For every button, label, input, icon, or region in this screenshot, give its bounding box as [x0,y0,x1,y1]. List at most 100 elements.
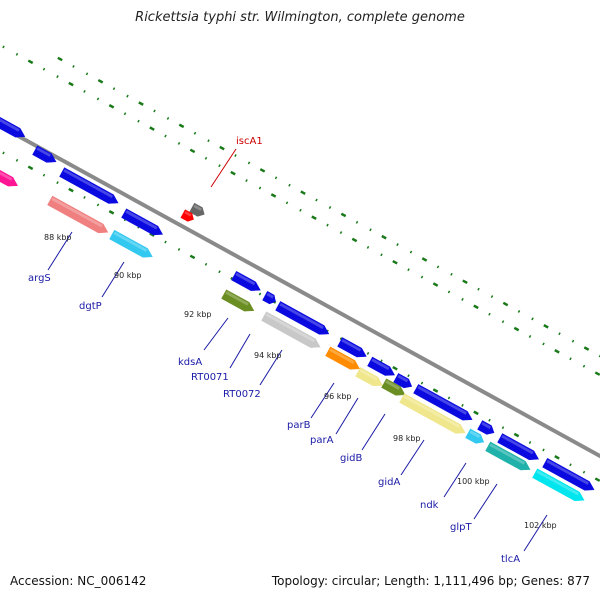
cds-arrow [337,337,367,358]
tick-mark [149,232,155,237]
gene-feature-gidA [399,393,466,434]
gene-label-tlcA: tlcA [501,554,520,565]
tick-mark [488,312,491,316]
tick-mark [409,250,413,254]
tick-mark [594,477,600,482]
tick-mark [137,119,140,123]
tick-mark [326,223,329,227]
tick-mark [56,75,59,79]
tick-mark [123,218,127,222]
scale-label: 96 kbp [324,392,352,401]
gene-feature-parA [355,367,383,387]
tick-mark [513,326,520,332]
gene-feature-glpT [485,441,531,471]
tick-mark [166,116,170,120]
label-leader-line [523,514,548,552]
tick-mark [72,64,75,68]
gene-label-ndk: ndk [420,500,439,511]
tick-mark [502,301,509,307]
tick-mark [112,87,116,91]
cds-arrow [59,167,119,204]
tick-mark [531,317,534,321]
gene-label-RT0072: RT0072 [223,389,261,400]
tick-mark [57,56,63,62]
gene-feature-ndk [465,428,485,444]
gene-feature-gidB [381,378,406,396]
tick-mark [328,206,332,209]
tick-mark [380,359,383,363]
tick-mark [420,381,424,385]
tick-mark [108,104,115,109]
tick-mark [2,151,5,155]
tick-mark [207,139,210,143]
tick-mark [56,181,59,185]
gene-label-iscA1: iscA1 [236,136,263,147]
tick-mark [218,164,221,168]
gene-label-kdsA: kdsA [178,357,202,368]
tick-mark [407,268,410,272]
cds-arrow [32,145,57,163]
tick-mark [204,262,208,266]
tick-mark [432,388,439,393]
cds-arrow [231,270,261,291]
tick-mark [68,81,74,87]
tick-mark [554,349,560,354]
tick-mark [366,351,370,355]
label-leader-line [229,333,251,369]
tick-mark [83,196,86,199]
gene-label-gidB: gidB [340,453,362,464]
tick-mark [270,193,277,198]
tick-mark [218,270,221,274]
tick-mark [421,257,428,262]
tick-mark [219,145,225,151]
tick-mark [193,131,197,135]
tick-marks [2,45,600,482]
tick-mark [407,374,410,378]
tick-mark [126,94,129,98]
tick-mark [153,109,156,113]
tick-mark [300,190,306,195]
gene-label-RT0071: RT0071 [191,372,229,383]
gene-feature-magenta [0,163,18,187]
tick-mark [164,134,167,138]
label-leader-line [473,483,498,520]
tick-mark [420,275,424,279]
tick-mark [462,279,468,285]
tick-mark [288,183,291,187]
gene-label-dgtP: dgtP [79,301,102,312]
tick-mark [274,176,278,180]
gene-feature-kdsA [221,289,255,312]
tick-mark [392,365,398,371]
cds-arrow [393,373,413,389]
tick-mark [149,126,155,131]
tick-mark [285,201,289,205]
tick-mark [85,72,89,76]
tick-mark [583,346,590,351]
tick-mark [177,141,181,145]
cds-arrow [497,433,539,460]
cds-arrow [262,291,276,305]
label-leader-line [210,148,237,188]
tick-mark [42,67,46,71]
label-leader-line [335,397,359,435]
tick-mark [15,52,19,56]
scale-label: 88 kbp [44,233,72,242]
gene-feature-dgtP [109,229,153,258]
tick-mark [461,297,464,301]
tick-mark [178,123,185,129]
tick-mark [83,90,86,93]
scale-label: 98 kbp [393,434,421,443]
tick-mark [355,220,359,224]
tick-mark [501,320,505,324]
tick-mark [42,173,46,177]
tick-mark [204,156,208,160]
tick-mark [569,463,572,467]
tick-mark [189,254,196,260]
tick-mark [473,304,479,310]
label-leader-line [47,231,73,271]
tick-mark [501,426,505,430]
cds-arrow [121,208,163,236]
gene-label-parB: parB [287,420,311,431]
tick-mark [582,364,586,368]
tick-mark [189,148,196,154]
